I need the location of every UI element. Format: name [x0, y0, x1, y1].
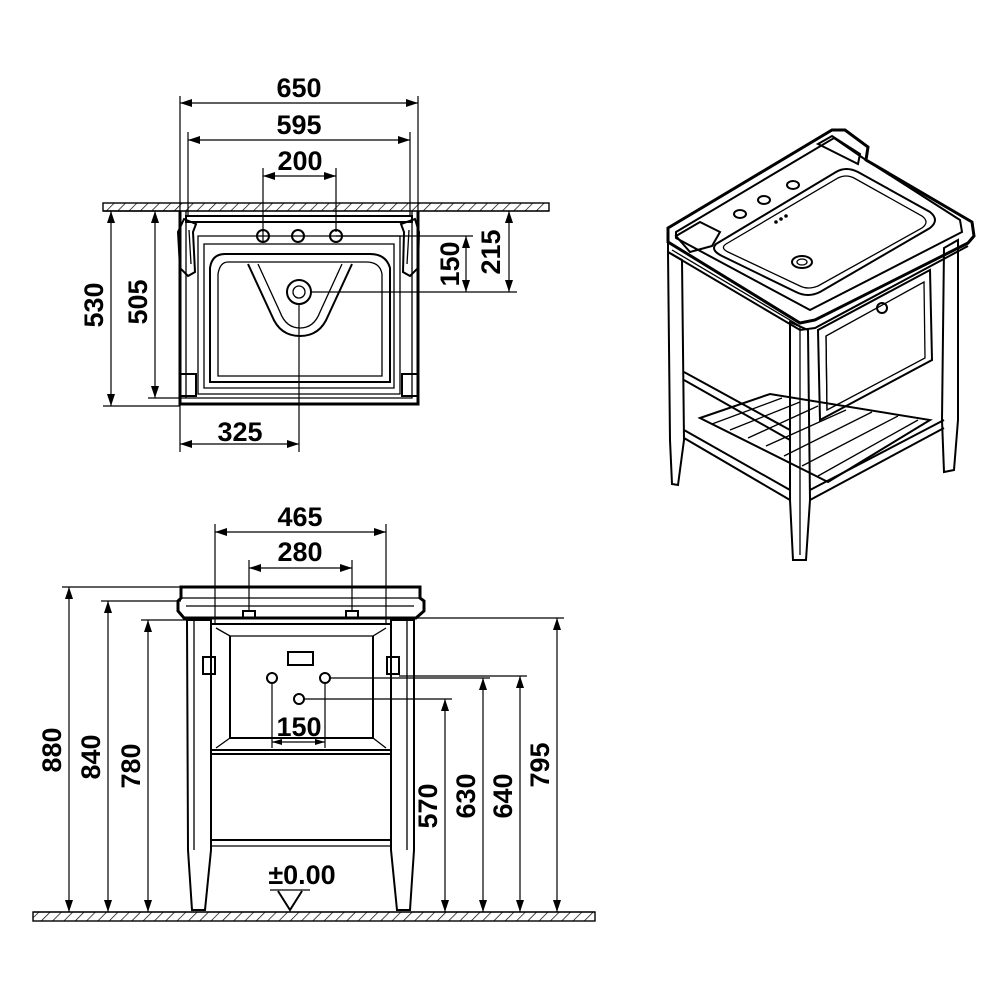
label-leg-spacing: 465	[277, 502, 322, 532]
shelf-slats	[697, 392, 933, 484]
wall-hatch	[102, 202, 550, 212]
dim-150-front: 150	[271, 684, 326, 748]
leg-left	[185, 619, 212, 911]
label-tap-spacing-top: 200	[277, 146, 322, 176]
label-tap-spacing-front: 280	[277, 537, 322, 567]
dim-215: 215	[473, 211, 517, 293]
leg-front-left	[666, 250, 686, 487]
leg-back-right	[940, 238, 959, 474]
dim-530: 530	[79, 210, 180, 407]
label-height-waste-high: 640	[488, 773, 518, 818]
label-height-frame: 780	[116, 743, 146, 788]
drawer-front	[816, 268, 934, 422]
dim-640: 640	[399, 675, 527, 912]
leg-right	[390, 619, 415, 911]
dim-465: 465	[214, 502, 387, 624]
front-view: 465 280 150 880	[32, 502, 596, 922]
drain-icon	[286, 279, 312, 305]
dim-570: 570	[304, 698, 452, 912]
drawer-frame	[210, 623, 392, 751]
label-height-total: 880	[37, 727, 67, 772]
overflow-channel	[247, 263, 353, 338]
floor-hatch	[32, 911, 596, 922]
dim-505: 505	[123, 211, 186, 399]
label-bracket-spacing: 150	[276, 712, 321, 742]
dim-880: 880	[37, 586, 181, 912]
label-height-mount: 795	[525, 742, 555, 787]
dim-150-top: 150	[311, 235, 473, 293]
dim-630: 630	[330, 677, 490, 912]
mount-hole-right	[319, 672, 331, 684]
label-height-waste-mid: 630	[451, 773, 481, 818]
drawer-knob-icon	[876, 302, 888, 314]
dim-325: 325	[179, 304, 300, 452]
floor-level-marker: ±0.00	[268, 860, 336, 912]
label-wall-to-drain: 215	[476, 229, 506, 274]
bowl-perspective	[713, 168, 936, 296]
label-depth-overall: 530	[79, 282, 109, 327]
label-floor-level: ±0.00	[268, 860, 335, 890]
top-view: 650 595 200 530	[79, 73, 550, 452]
dim-780: 780	[116, 619, 187, 912]
dim-795: 795	[358, 617, 564, 912]
dim-200: 200	[262, 146, 337, 232]
label-height-basin-rim: 840	[76, 734, 106, 779]
label-height-waste-low: 570	[413, 783, 443, 828]
label-width-basin: 595	[276, 110, 321, 140]
dim-595: 595	[187, 110, 411, 216]
dim-280: 280	[248, 537, 353, 611]
label-tap-to-drain: 150	[435, 241, 465, 286]
label-side-to-drain: 325	[217, 417, 262, 447]
label-depth-basin: 505	[123, 279, 153, 324]
dim-840: 840	[76, 600, 181, 912]
tap-hole-center	[291, 229, 305, 243]
dim-650: 650	[179, 73, 419, 211]
basin-bowl-top	[209, 253, 391, 383]
perspective-view	[666, 128, 976, 561]
waste-hole	[293, 693, 305, 705]
basin-perspective	[666, 128, 976, 325]
mount-hole-left	[266, 672, 278, 684]
label-width-overall: 650	[276, 73, 321, 103]
